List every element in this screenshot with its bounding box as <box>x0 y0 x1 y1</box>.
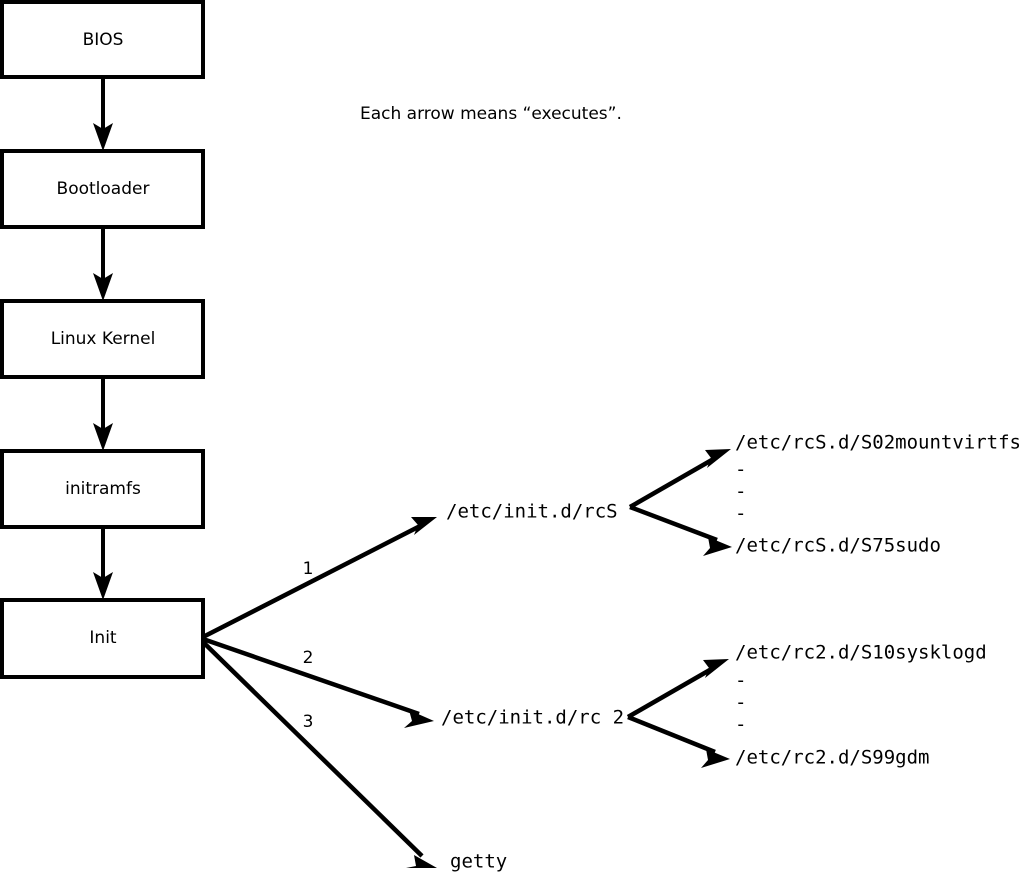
rcs-child-last-label[interactable]: /etc/rcS.d/S75sudo <box>735 535 941 557</box>
branch-3-number: 3 <box>303 712 314 732</box>
diagram-caption: Each arrow means “executes”. <box>360 104 622 124</box>
arrowhead-initramfs-init <box>93 572 113 600</box>
arrow-init-branch-3 <box>201 640 437 868</box>
arrowhead-branch-3 <box>406 855 437 868</box>
arrowhead-bootloader-kernel <box>93 273 113 301</box>
rcs-ellipsis-dash-1: - <box>735 459 746 481</box>
node-bios-rect <box>0 0 205 79</box>
branch-1-number: 1 <box>303 559 314 579</box>
rc2-ellipsis-dash-2: - <box>735 692 746 714</box>
arrowhead-rcs-last <box>703 537 732 556</box>
rcs-ellipsis-dash-3: - <box>735 503 746 525</box>
node-kernel-label: Linux Kernel <box>51 329 156 349</box>
arrowhead-rc2-last <box>701 749 730 768</box>
fork-rc2 <box>626 659 730 768</box>
node-initramfs-rect <box>0 449 205 529</box>
branch-3-target-label[interactable]: getty <box>450 851 507 873</box>
rcs-child-first-label[interactable]: /etc/rcS.d/S02mountvirtfs <box>735 432 1021 454</box>
arrow-bios-to-bootloader <box>93 77 113 151</box>
arrowhead-bios-bootloader <box>93 123 113 151</box>
node-kernel[interactable]: Linux Kernel <box>0 299 205 379</box>
node-bios-label: BIOS <box>83 30 124 50</box>
branch-1-target-label[interactable]: /etc/init.d/rcS <box>446 501 618 523</box>
arrowhead-rc2-first <box>703 659 729 678</box>
arrow-bootloader-to-kernel <box>93 227 113 301</box>
rc2-child-last-label[interactable]: /etc/rc2.d/S99gdm <box>735 747 929 769</box>
rcs-ellipsis-dash-2: - <box>735 481 746 503</box>
rc2-ellipsis-dash-1: - <box>735 670 746 692</box>
node-initramfs-label: initramfs <box>65 479 141 499</box>
arrowhead-branch-2 <box>404 710 434 728</box>
rc2-child-first-label[interactable]: /etc/rc2.d/S10sysklogd <box>735 642 987 664</box>
rc2-ellipsis-dash-3: - <box>735 714 746 736</box>
arrowhead-kernel-initramfs <box>93 423 113 451</box>
arrow-initramfs-to-init <box>93 527 113 600</box>
arrow-kernel-to-initramfs <box>93 377 113 451</box>
node-bootloader[interactable]: Bootloader <box>0 149 205 229</box>
node-init[interactable]: Init <box>0 598 205 679</box>
node-initramfs[interactable]: initramfs <box>0 449 205 529</box>
arrow-init-branch-2 <box>202 636 434 728</box>
branch-2-target-label[interactable]: /etc/init.d/rc 2 <box>441 707 624 729</box>
node-bootloader-label: Bootloader <box>57 179 150 199</box>
branch-2-number: 2 <box>303 648 314 668</box>
fork-rcs <box>628 449 732 556</box>
arrow-init-branch-1 <box>201 517 437 640</box>
node-init-rect <box>0 598 205 679</box>
arrowhead-branch-1 <box>411 517 437 535</box>
arrowhead-rcs-first <box>705 449 731 468</box>
node-bios[interactable]: BIOS <box>0 0 205 79</box>
node-init-label: Init <box>89 628 117 648</box>
